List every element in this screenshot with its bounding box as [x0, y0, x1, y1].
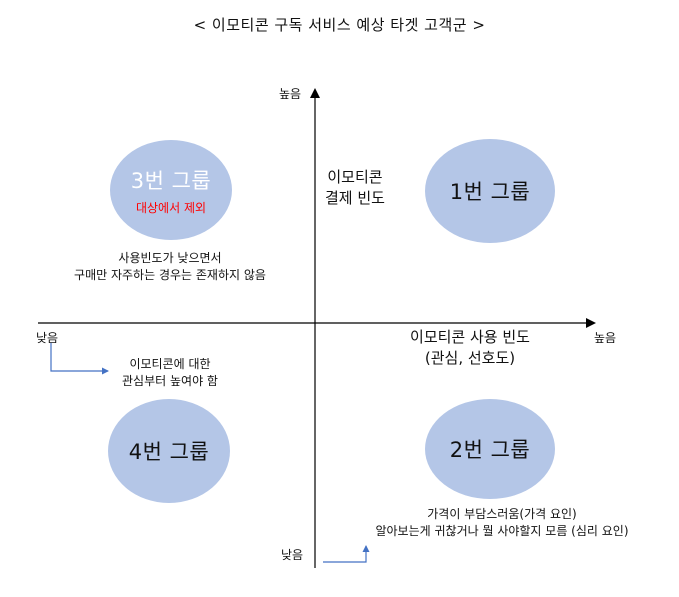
- x-axis-title: 이모티콘 사용 빈도 (관심, 선호도): [380, 327, 560, 369]
- diagram-title: < 이모티콘 구독 서비스 예상 타겟 고객군 >: [193, 16, 486, 34]
- group-3-description: 사용빈도가 낮으면서 구매만 자주하는 경우는 존재하지 않음: [60, 250, 280, 284]
- y-axis-title: 이모티콘 결제 빈도: [325, 167, 385, 209]
- group-4-name: 4번 그룹: [128, 440, 210, 464]
- group-4-description: 이모티콘에 대한 관심부터 높여야 함: [110, 356, 230, 390]
- group-1-name: 1번 그룹: [449, 180, 531, 204]
- description-line: 가격이 부담스러움(가격 요인): [427, 507, 577, 521]
- group-2-description: 가격이 부담스러움(가격 요인) 알아보는게 귀찮거나 뭘 사야할지 모름 (심…: [352, 506, 652, 540]
- x-axis-low-label: 낮음: [36, 331, 59, 345]
- connector-arrow-bottom: [323, 545, 370, 563]
- description-line: 사용빈도가 낮으면서: [118, 251, 222, 265]
- group-3-circle: 3번 그룹 대상에서 제외: [110, 140, 232, 240]
- x-axis-title-line: 이모티콘 사용 빈도: [410, 328, 530, 346]
- description-line: 알아보는게 귀찮거나 뭘 사야할지 모름 (심리 요인): [375, 524, 629, 538]
- group-2-name: 2번 그룹: [449, 438, 531, 462]
- y-axis-high-label: 높음: [279, 87, 302, 101]
- group-4-circle: 4번 그룹: [108, 399, 230, 503]
- x-axis-title-line: (관심, 선호도): [424, 349, 516, 367]
- y-axis-title-line: 결제 빈도: [325, 189, 385, 207]
- y-axis-title-line: 이모티콘: [327, 168, 383, 186]
- description-line: 구매만 자주하는 경우는 존재하지 않음: [74, 268, 266, 282]
- description-line: 관심부터 높여야 함: [122, 374, 218, 388]
- x-axis-high-label: 높음: [594, 331, 617, 345]
- description-line: 이모티콘에 대한: [129, 357, 211, 371]
- group-2-circle: 2번 그룹: [425, 399, 555, 499]
- group-3-note: 대상에서 제외: [135, 200, 207, 215]
- connector-arrow-left: [50, 343, 109, 375]
- y-axis-low-label: 낮음: [281, 548, 304, 562]
- group-3-name: 3번 그룹: [130, 168, 212, 193]
- group-1-circle: 1번 그룹: [425, 139, 555, 243]
